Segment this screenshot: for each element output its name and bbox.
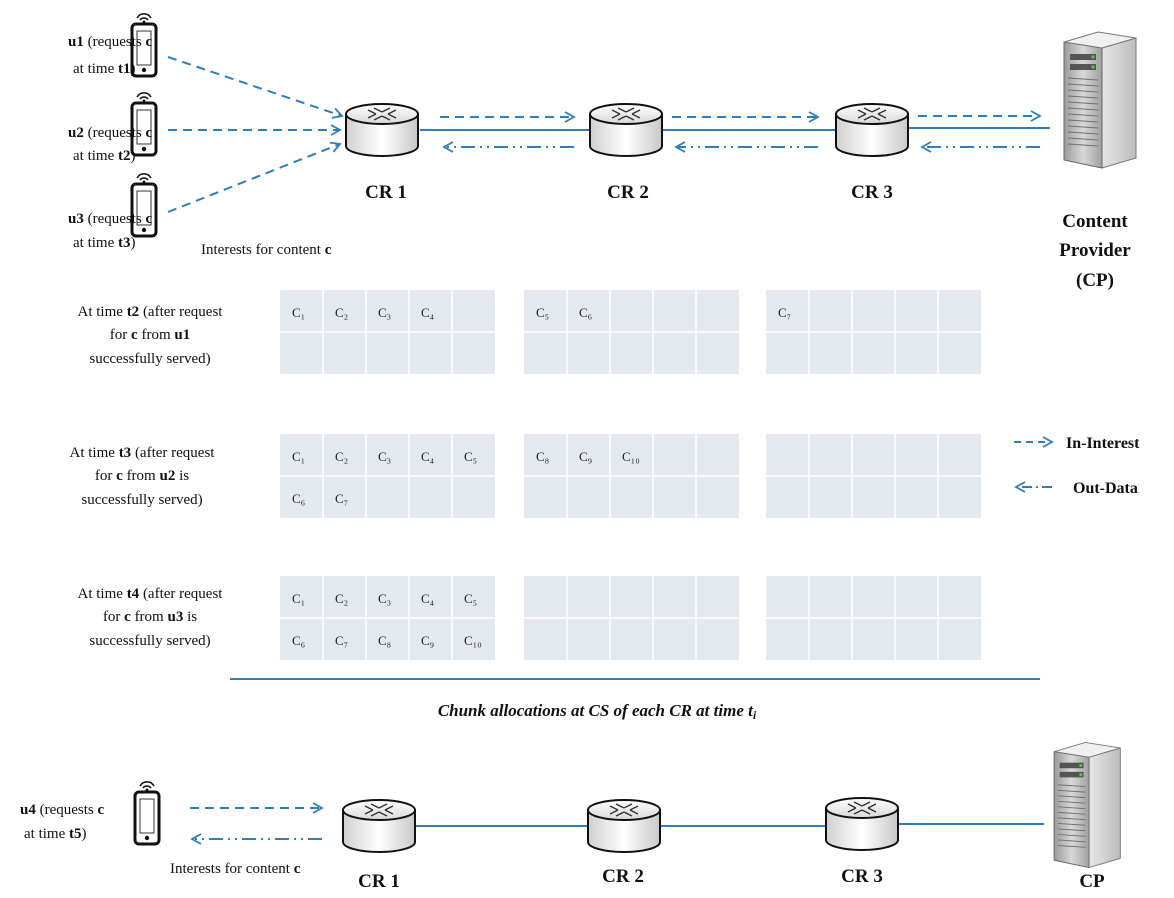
top-network: u1 (requests c at time t1) u2 (requests … (68, 12, 1137, 291)
snapshot-0-line3: successfully served) (89, 351, 210, 367)
router-label-cr2: CR 2 (607, 182, 649, 203)
chunk-cell: C₇ (335, 491, 348, 506)
snapshot-2-line1: At time t4 (after request (78, 586, 224, 602)
chunk-cell: C₃ (378, 591, 391, 606)
chunk-cell: C₁ (292, 305, 305, 320)
chunk-cell: C₁₀ (622, 449, 640, 464)
user-time-u3: at time t3) (73, 235, 136, 251)
snapshot-2-line2: for c from u3 is (103, 609, 197, 625)
legend-in-interest-label: In-Interest (1066, 435, 1140, 452)
router-label-cr3: CR 3 (841, 866, 883, 887)
snapshot-0: At time t2 (after request for c from u1 … (78, 290, 981, 374)
snapshot-2: At time t4 (after request for c from u3 … (78, 576, 981, 660)
chunk-cell: C₁ (292, 449, 305, 464)
chunk-cell: C₈ (378, 633, 391, 648)
router-icon (589, 103, 663, 157)
router-icon (587, 799, 661, 853)
provider-label-line3: (CP) (1076, 270, 1114, 291)
router-label-cr3: CR 3 (851, 182, 893, 203)
user-time-u1: at time t1) (73, 61, 136, 77)
chunk-cell: C₇ (778, 305, 791, 320)
provider-label-line2: Provider (1059, 240, 1131, 261)
chunk-cell: C₆ (292, 633, 305, 648)
chunk-cell: C₅ (536, 305, 549, 320)
links (420, 127, 1050, 131)
chunk-cell: C₃ (378, 305, 391, 320)
chunk-cell: C₁ (292, 591, 305, 606)
user-time-u4: at time t5) (24, 826, 87, 842)
router-icon (342, 799, 416, 853)
cs-table-cr1: C₁ C₂ C₃ C₄ C₅ C₆ C₇ C₈ C₉ C₁₀ (280, 576, 495, 660)
chunk-cell: C₅ (464, 449, 477, 464)
chunk-cell: C₉ (421, 633, 434, 648)
chunk-cell: C₅ (464, 591, 477, 606)
bottom-network: u4 (requests c at time t5) Interests for… (20, 741, 1121, 892)
chunk-cell: C₈ (536, 449, 549, 464)
smartphone-icon (133, 780, 161, 846)
snapshot-0-line2: for c from u1 (110, 327, 190, 343)
cs-table-cr2 (524, 576, 739, 660)
chunk-cell: C₄ (421, 591, 435, 606)
interests-label: Interests for content c (201, 242, 332, 258)
provider-label-line1: Content (1062, 211, 1128, 232)
in-interest-arrows (440, 110, 1042, 123)
cs-table-cr3 (766, 576, 981, 660)
cs-table-cr1: C₁ C₂ C₃ C₄ C₅ C₆ C₇ (280, 434, 495, 518)
interest-arrows (167, 56, 344, 213)
user-label-u1: u1 (requests c (68, 34, 153, 50)
user-label-u3: u3 (requests c (68, 211, 153, 227)
server-icon (1063, 31, 1137, 169)
chunk-cell: C₄ (421, 305, 435, 320)
user-label-u2: u2 (requests c (68, 125, 153, 141)
smartphone-icon (130, 91, 158, 157)
snapshot-1-line3: successfully served) (81, 492, 202, 508)
chunk-cell: C₂ (335, 449, 348, 464)
chunk-cell: C₇ (335, 633, 348, 648)
cs-table-cr2: C₅ C₆ (524, 290, 739, 374)
cs-table-cr1: C₁ C₂ C₃ C₄ (280, 290, 495, 374)
server-icon (1053, 741, 1121, 869)
provider-label-bottom: CP (1079, 871, 1105, 892)
user-label-u4: u4 (requests c (20, 802, 105, 818)
chunk-cell: C₁₀ (464, 633, 482, 648)
legend: In-Interest Out-Data (1014, 435, 1140, 497)
cs-table-cr3 (766, 434, 981, 518)
figure-caption: Chunk allocations at CS of each CR at ti… (438, 701, 757, 722)
chunk-cell: C₉ (579, 449, 592, 464)
chunk-cell: C₆ (579, 305, 592, 320)
router-label-cr1: CR 1 (358, 871, 400, 892)
router-icon (835, 103, 909, 157)
snapshot-1-line2: for c from u2 is (95, 468, 189, 484)
chunk-cell: C₃ (378, 449, 391, 464)
snapshot-1: At time t3 (after request for c from u2 … (70, 434, 981, 518)
router-label-cr1: CR 1 (365, 182, 407, 203)
snapshot-1-line1: At time t3 (after request (70, 445, 216, 461)
router-icon (345, 103, 419, 157)
snapshot-2-line3: successfully served) (89, 633, 210, 649)
chunk-cell: C₄ (421, 449, 435, 464)
router-icon (825, 797, 899, 851)
cs-table-cr3: C₇ (766, 290, 981, 374)
user-time-u2: at time t2) (73, 148, 136, 164)
interests-label-bottom: Interests for content c (170, 861, 301, 877)
router-label-cr2: CR 2 (602, 866, 644, 887)
legend-out-data-label: Out-Data (1073, 480, 1138, 497)
links (416, 823, 1044, 827)
chunk-cell: C₆ (292, 491, 305, 506)
chunk-cell: C₂ (335, 305, 348, 320)
chunk-cell: C₂ (335, 591, 348, 606)
cs-table-cr2: C₈ C₉ C₁₀ (524, 434, 739, 518)
snapshot-0-line1: At time t2 (after request (78, 304, 224, 320)
